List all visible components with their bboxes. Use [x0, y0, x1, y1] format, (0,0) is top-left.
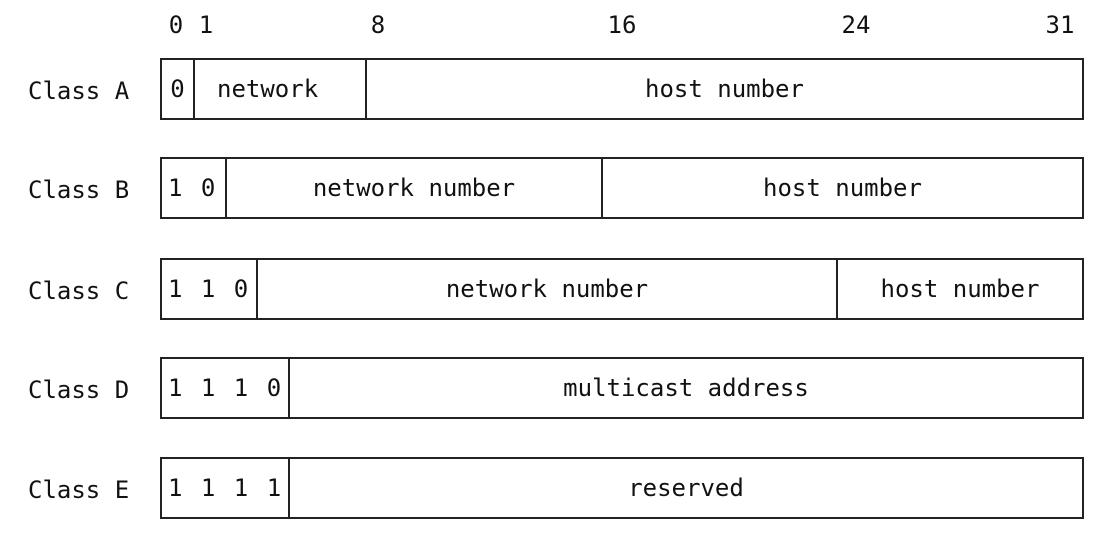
class-b-label: Class B	[28, 176, 130, 204]
class-b-network-field: network number	[227, 159, 603, 217]
class-a-row: 0 network host number	[160, 58, 1084, 120]
class-d-row: 1 1 1 0 multicast address	[160, 357, 1084, 419]
class-c-prefix-bits: 1 1 0	[162, 260, 258, 318]
class-c-network-field: network number	[258, 260, 838, 318]
class-e-prefix-bits: 1 1 1 1	[162, 459, 290, 517]
class-b-prefix-bits: 1 0	[162, 159, 227, 217]
class-a-host-field: host number	[645, 75, 804, 103]
class-b-host-field: host number	[763, 174, 922, 202]
class-e-row: 1 1 1 1 reserved	[160, 457, 1084, 519]
class-a-label: Class A	[28, 77, 130, 105]
class-b-row: 1 0 network number host number	[160, 157, 1084, 219]
class-d-prefix-bits: 1 1 1 0	[162, 359, 290, 417]
class-c-label: Class C	[28, 277, 130, 305]
bit-label-8: 8	[370, 11, 386, 39]
class-c-row: 1 1 0 network number host number	[160, 258, 1084, 320]
class-e-label: Class E	[28, 476, 130, 504]
class-a-prefix-bits: 0	[162, 60, 195, 118]
class-d-multicast-field: multicast address	[563, 374, 809, 402]
bit-label-24: 24	[841, 11, 871, 39]
class-e-reserved-field: reserved	[628, 474, 744, 502]
class-d-label: Class D	[28, 376, 130, 404]
bit-label-16: 16	[607, 11, 637, 39]
bit-label-0: 0	[168, 11, 184, 39]
bit-label-31: 31	[1045, 11, 1075, 39]
bit-label-1: 1	[198, 11, 214, 39]
class-a-network-field: network	[195, 60, 367, 118]
class-c-host-field: host number	[880, 275, 1040, 303]
